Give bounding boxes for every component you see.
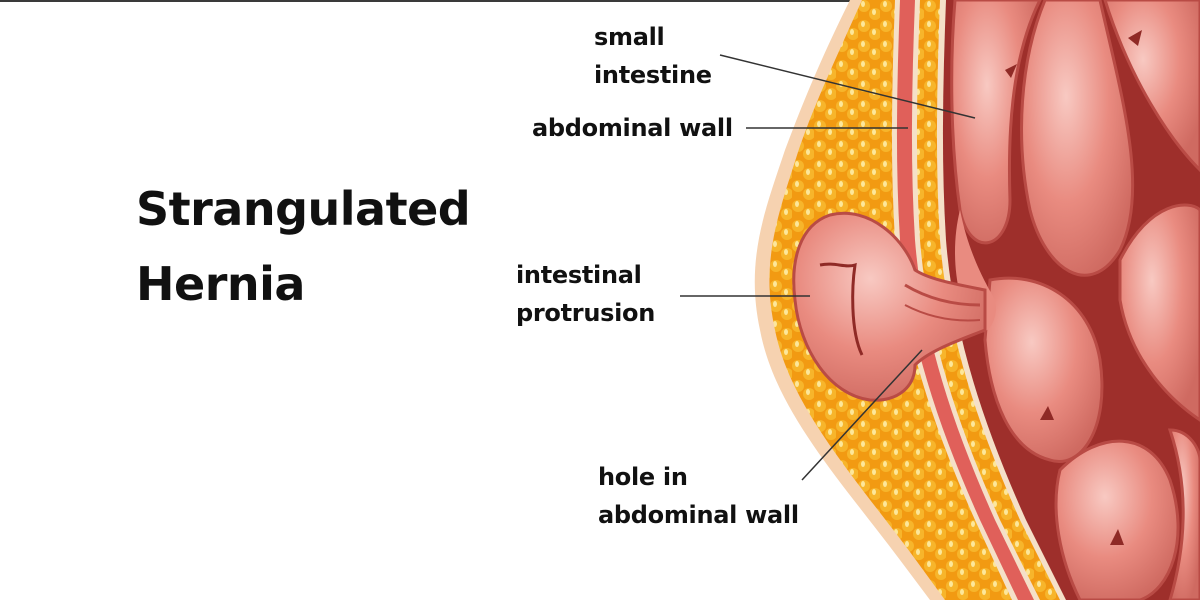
label-hole-in-abdominal-wall: hole in abdominal wall: [598, 463, 799, 529]
title-line-2: Hernia: [136, 257, 305, 311]
top-border: [0, 0, 1200, 2]
leader-line-small-intestine: [719, 54, 976, 119]
label-intestinal-protrusion: intestinal protrusion: [516, 261, 655, 327]
leader-lines: [680, 54, 976, 481]
label-small-intestine: small intestine: [594, 23, 712, 89]
page-title: Strangulated Hernia: [136, 172, 471, 322]
leader-line-hole: [801, 349, 923, 481]
intestinal-protrusion: [792, 211, 987, 402]
label-abdominal-wall: abdominal wall: [532, 114, 733, 142]
title-line-1: Strangulated: [136, 182, 471, 236]
